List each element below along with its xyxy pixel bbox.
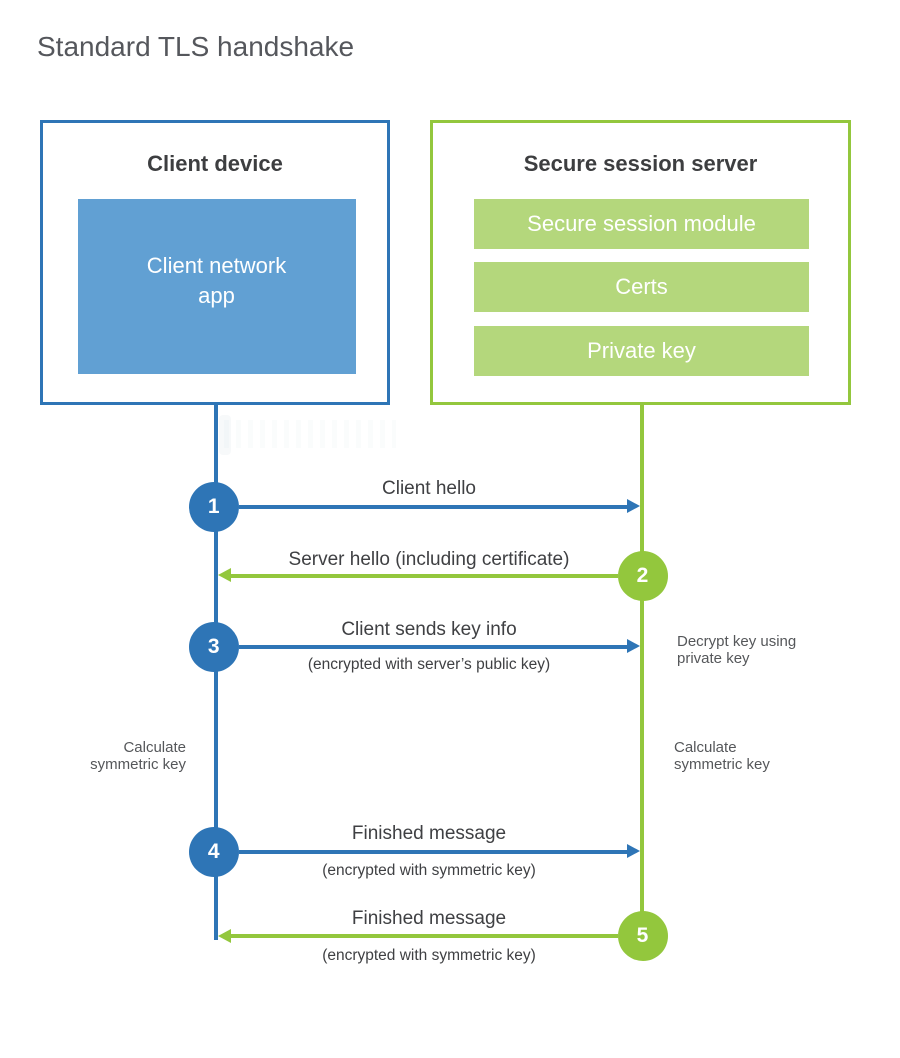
step-2-arrow-shaft (229, 573, 618, 578)
step-2-label: Server hello (including certificate) (288, 549, 570, 570)
decrypt-note-line1: Decrypt key using (677, 632, 797, 650)
faded-artifact-edge (219, 415, 231, 455)
step-3-number: 3 (207, 634, 220, 658)
step-5-number: 5 (636, 924, 649, 947)
step-1-label: Client hello (382, 477, 476, 499)
step-4-sublabel: (encrypted with symmetric key) (322, 861, 536, 879)
calc-right-line1: Calculate (674, 738, 737, 756)
step-4-label: Finished message (351, 823, 507, 844)
step-4-arrow (239, 844, 640, 858)
step-2-arrow (218, 568, 618, 582)
page-title: Standard TLS handshake (37, 31, 355, 62)
step-3-arrow-shaft (239, 644, 629, 649)
step-1-number: 1 (207, 494, 220, 518)
step-2-circle: 2 (617, 550, 668, 601)
step-4-number: 4 (207, 839, 220, 863)
step-3-sublabel: (encrypted with server’s public key) (307, 655, 551, 673)
step-4-arrowhead (627, 844, 640, 858)
calc-left-line1: Calculate (123, 738, 186, 756)
decrypt-note: Decrypt key using private key (677, 633, 796, 667)
client-network-app-box: Client network app (77, 199, 356, 374)
faded-artifact (224, 420, 396, 448)
step-3-arrowhead (627, 639, 640, 653)
calc-symmetric-key-note-right: Calculate symmetric key (674, 739, 770, 773)
certs-bar: Certs (474, 262, 809, 312)
server-lifeline (640, 403, 644, 938)
step-5-circle: 5 (617, 911, 668, 961)
step-3-circle: 3 (188, 621, 239, 672)
step-4-arrow-shaft (239, 849, 629, 854)
secure-session-server-box: Secure session server Secure session mod… (430, 120, 851, 405)
step-5-arrowhead (218, 928, 231, 943)
secure-session-server-title: Secure session server (523, 151, 758, 176)
step-1-arrow-shaft (239, 504, 629, 509)
step-5-arrow (218, 928, 618, 943)
calc-symmetric-key-note-left: Calculate symmetric key (90, 739, 186, 773)
step-2-arrowhead (218, 568, 231, 582)
calc-left-line2: symmetric key (90, 755, 186, 773)
secure-session-module-bar: Secure session module (474, 199, 809, 249)
secure-session-module-label: Secure session module (527, 211, 756, 236)
step-2-number: 2 (636, 563, 649, 587)
calc-right-line2: symmetric key (674, 755, 770, 773)
step-3-arrow (239, 639, 640, 653)
step-1-arrowhead (627, 499, 640, 513)
step-5-arrow-shaft (229, 934, 618, 938)
private-key-bar: Private key (474, 326, 809, 376)
step-1-arrow (239, 499, 640, 513)
decrypt-note-line2: private key (677, 649, 750, 667)
step-5-label: Finished message (351, 908, 507, 929)
step-5-sublabel: (encrypted with symmetric key) (322, 946, 536, 964)
step-3-label: Client sends key info (341, 619, 517, 640)
private-key-label: Private key (587, 338, 696, 363)
client-device-box: Client device Client network app (40, 120, 390, 405)
client-app-label-line2: app (198, 283, 235, 308)
client-device-title: Client device (147, 151, 283, 176)
step-1-circle: 1 (188, 481, 239, 532)
client-lifeline (214, 404, 219, 940)
certs-label: Certs (615, 274, 668, 299)
client-app-label-line1: Client network (146, 253, 287, 278)
step-4-circle: 4 (188, 826, 239, 877)
